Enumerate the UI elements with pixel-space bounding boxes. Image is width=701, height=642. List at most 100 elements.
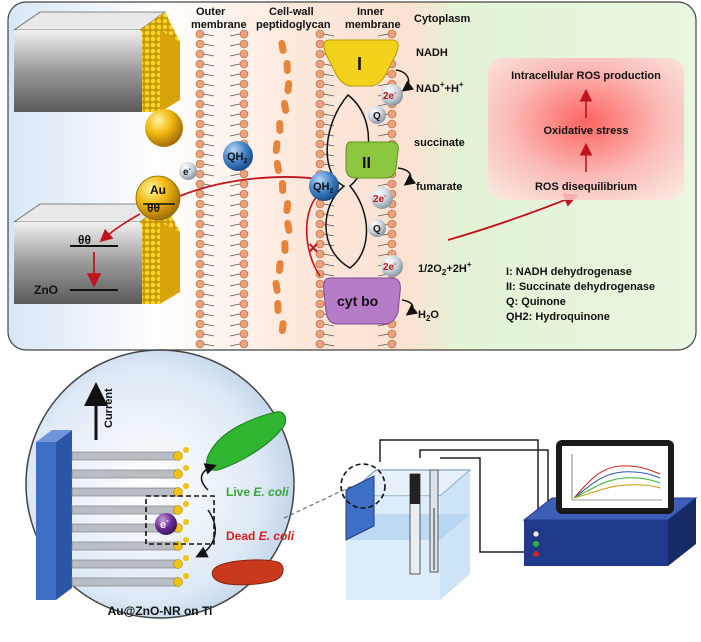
succinate-label: succinate (414, 137, 465, 149)
ros-arrow (447, 193, 579, 241)
outer-lipid-tail (229, 333, 241, 337)
zno-label: ZnO (34, 283, 58, 297)
legend-item-1: I: NADH dehydrogenase (506, 266, 632, 278)
svg-text:Q: Q (373, 224, 381, 235)
indicator-light-3 (533, 551, 539, 557)
current-label: Current (103, 388, 115, 428)
outer-lipid-head (239, 169, 249, 179)
outer-lipid-tail (229, 93, 241, 97)
inner-lipid-tail (323, 323, 335, 327)
inner-membrane-label-1: Inner (357, 6, 385, 18)
outer-lipid-tail (203, 33, 215, 37)
inner-lipid-head (387, 129, 397, 139)
svg-text:e-: e- (183, 166, 192, 178)
inner-lipid-tail (323, 213, 335, 217)
inner-lipid-head (387, 119, 397, 129)
outer-lipid-tail (203, 233, 215, 237)
ros-step-2: Oxidative stress (544, 125, 629, 137)
nanorod (71, 577, 177, 587)
inner-lipid-head (315, 139, 325, 149)
outer-lipid-tail (203, 223, 215, 227)
outer-lipid-head (239, 119, 249, 129)
fumarate-label: fumarate (416, 181, 462, 193)
band-diagram: θθ ZnO (34, 233, 118, 297)
outer-lipid-tail (203, 123, 215, 127)
outer-lipid-head (195, 179, 205, 189)
outer-lipid-head (195, 249, 205, 259)
electron-label: e- (160, 516, 169, 531)
outer-lipid-head (195, 169, 205, 179)
outer-lipid-tail (203, 73, 215, 77)
inner-lipid-tail (323, 153, 335, 157)
outer-membrane-label-2: membrane (191, 19, 247, 31)
inner-lipid-head (387, 329, 397, 339)
outer-lipid-tail (229, 113, 241, 117)
inner-lipid-head (315, 119, 325, 129)
inner-lipid-head (315, 149, 325, 159)
inner-lipid-tail (377, 133, 389, 137)
outer-lipid-tail (203, 273, 215, 277)
outer-lipid-head (239, 269, 249, 279)
peptidoglycan-segment (281, 239, 289, 254)
gold-tip (173, 487, 183, 497)
inner-lipid-head (315, 289, 325, 299)
outer-lipid-head (239, 219, 249, 229)
qh2-outer-label: QH2 (227, 151, 248, 165)
outer-lipid-tail (229, 133, 241, 137)
outer-lipid-tail (203, 323, 215, 327)
inner-lipid-tail (377, 343, 389, 347)
gold-tip (183, 447, 189, 453)
electrochemical-cell (340, 439, 549, 600)
inner-lipid-tail (323, 83, 335, 87)
gold-tip (183, 501, 189, 507)
gold-tip (183, 519, 189, 525)
monitor-plot (571, 454, 662, 501)
outer-lipid-tail (203, 253, 215, 257)
monitor (556, 440, 674, 514)
indicator-light-2 (533, 541, 539, 547)
inner-lipid-head (315, 99, 325, 109)
outer-lipid-head (239, 59, 249, 69)
outer-lipid-tail (203, 173, 215, 177)
svg-text:Q: Q (373, 111, 381, 122)
peptidoglycan-segment (283, 59, 291, 74)
outer-membrane-label-1: Outer (196, 6, 226, 18)
inner-lipid-head (387, 229, 397, 239)
outer-lipid-tail (229, 193, 241, 197)
gold-tip (173, 541, 183, 551)
peptidoglycan-segment (276, 119, 284, 134)
inner-lipid-tail (323, 143, 335, 147)
outer-lipid-tail (203, 53, 215, 57)
e-minus-carrier: e- (179, 162, 197, 180)
inner-lipid-tail (377, 323, 389, 327)
peptidoglycan-segment (272, 279, 281, 294)
nanorod-array (71, 447, 189, 587)
gold-nanoparticle (145, 109, 183, 147)
outer-lipid-head (239, 39, 249, 49)
two-e-3: 2e- (381, 255, 403, 277)
indicator-light-1 (532, 530, 540, 538)
outer-lipid-tail (229, 243, 241, 247)
inner-lipid-head (315, 309, 325, 319)
inner-lipid-head (315, 109, 325, 119)
dead-bacterium (211, 559, 284, 586)
outer-lipid-tail (229, 123, 241, 127)
outer-lipid-head (239, 249, 249, 259)
outer-lipid-head (195, 219, 205, 229)
inner-lipid-head (315, 229, 325, 239)
peptidoglycan-segment (283, 200, 292, 215)
outer-lipid-tail (203, 43, 215, 47)
inner-lipid-tail (323, 263, 335, 267)
outer-lipid-head (239, 239, 249, 249)
inner-lipid-head (387, 219, 397, 229)
two-e-1: 2e- (381, 84, 403, 106)
outer-lipid-head (195, 39, 205, 49)
outer-lipid-head (195, 159, 205, 169)
electrode-label: Au@ZnO-NR on Ti (108, 604, 213, 618)
gold-tip (183, 555, 189, 561)
outer-lipid-tail (203, 283, 215, 287)
inner-lipid-tail (323, 273, 335, 277)
outer-lipid-head (195, 339, 205, 349)
ros-step-3: ROS disequilibrium (535, 181, 637, 193)
inner-lipid-head (315, 299, 325, 309)
